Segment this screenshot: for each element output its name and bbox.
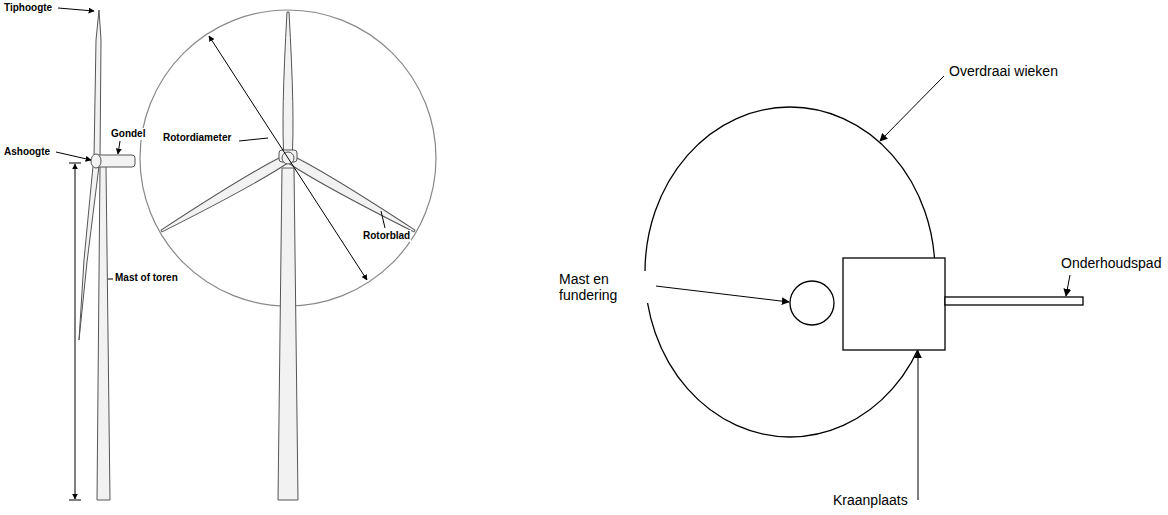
- leader-arrows: [614, 76, 1070, 500]
- plan-view: [645, 107, 1083, 437]
- part-label: Mast en fundering: [558, 271, 656, 303]
- dimension-lines: [56, 8, 120, 500]
- part-label: Mast of toren: [114, 272, 179, 284]
- front-view-turbine: [140, 10, 436, 500]
- part-label: Gondel: [110, 128, 146, 140]
- part-label: Ashoogte: [3, 146, 51, 158]
- part-label: Kraanplaats: [832, 492, 909, 508]
- part-label: Tiphoogte: [3, 2, 53, 14]
- part-label: Rotorblad: [362, 230, 411, 242]
- side-view-turbine: [79, 10, 135, 500]
- part-label: Overdraai wieken: [948, 63, 1059, 79]
- part-label: Rotordiameter: [162, 132, 232, 144]
- part-label: Onderhoudspad: [1060, 255, 1162, 271]
